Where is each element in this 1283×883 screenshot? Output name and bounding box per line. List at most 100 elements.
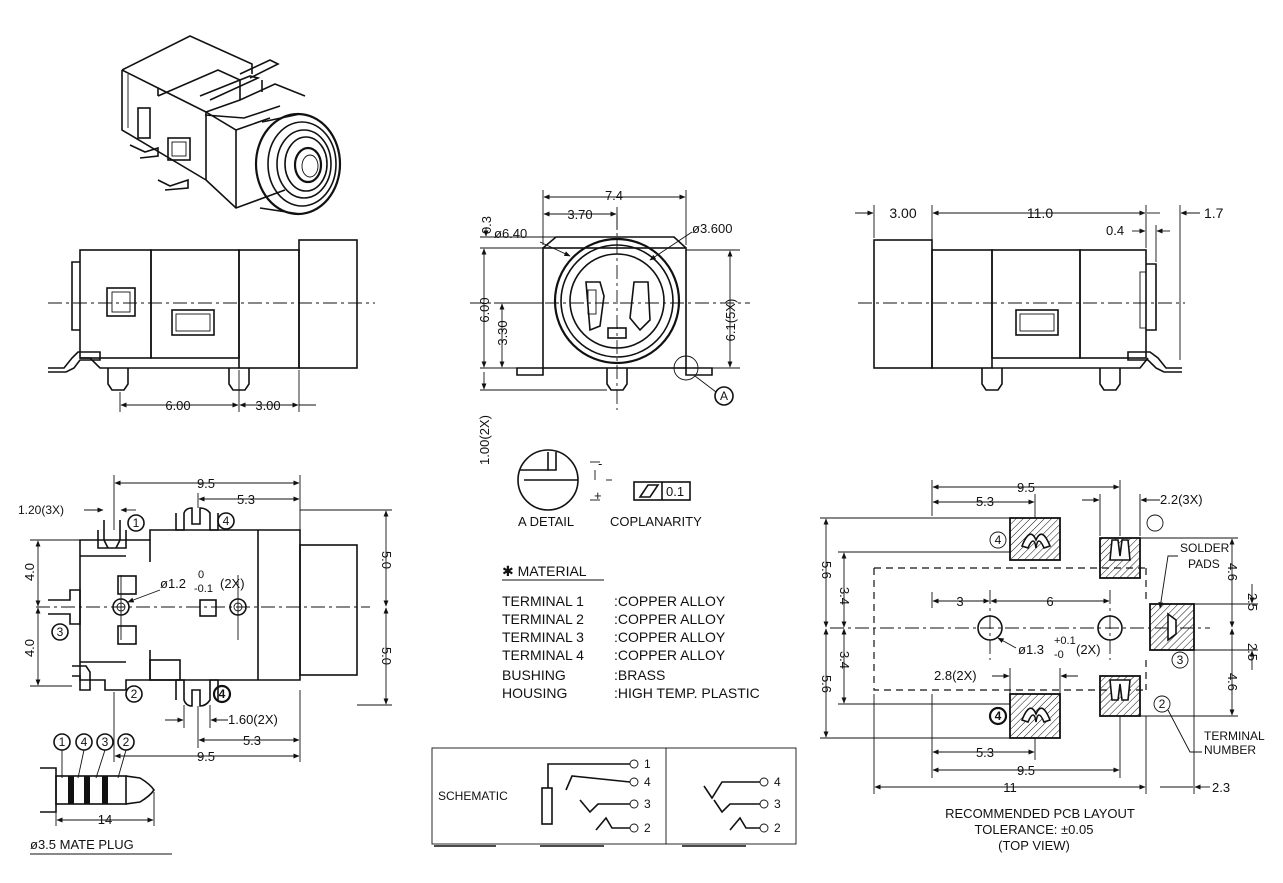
- mate-plug: 1 4 3 2 14 ø3.5 MATE PLUG: [30, 733, 172, 855]
- schem-pin-2: 2: [644, 821, 651, 835]
- pcb-dim-hole-up: +0.1: [1054, 635, 1076, 647]
- dim-3-30: 3.30: [495, 320, 510, 345]
- plug-ring-2: 2: [123, 735, 130, 749]
- dim-5-3-top: 5.3: [237, 492, 255, 507]
- material-value-5: :BRASS: [614, 667, 665, 683]
- dim-6-00: 6.00: [165, 398, 190, 413]
- dim-hole-tol-dn: -0.1: [194, 583, 213, 595]
- solder-label: SOLDER: [1180, 541, 1230, 555]
- terminal-3-callout: 3: [57, 625, 64, 639]
- dim-7-4: 7.4: [605, 188, 623, 203]
- dim-phi-6-40: ø6.40: [494, 226, 527, 241]
- material-table: ✱ MATERIAL TERMINAL 1 :COPPER ALLOY TERM…: [502, 563, 760, 701]
- terminal-4-callout-bot: 4: [219, 687, 226, 701]
- schem-pin-1: 1: [644, 757, 651, 771]
- minus-sign: -: [598, 456, 602, 471]
- dim-0-4: 0.4: [1106, 223, 1124, 238]
- dim-4-0-a: 4.0: [22, 563, 37, 581]
- pcb-caption-3: (TOP VIEW): [998, 838, 1070, 853]
- dim-hole-1-2: ø1.2: [160, 576, 186, 591]
- plug-ring-1: 1: [59, 735, 66, 749]
- material-value-3: :COPPER ALLOY: [614, 629, 726, 645]
- material-part-6: HOUSING: [502, 685, 567, 701]
- material-value-1: :COPPER ALLOY: [614, 593, 726, 609]
- pcb-dim-4-6-a: 4.6: [1225, 563, 1240, 581]
- a-detail-label: A DETAIL: [518, 514, 574, 529]
- dim-3-00: 3.00: [255, 398, 280, 413]
- pcb-dim-4-6-b: 4.6: [1225, 673, 1240, 691]
- pcb-dim-hole-qty: (2X): [1076, 642, 1101, 657]
- front-view: A 7.4 3.70 0.3 ø6.40 ø3.600 6.00 3.30 6.…: [470, 188, 750, 465]
- material-value-4: :COPPER ALLOY: [614, 647, 726, 663]
- pcb-dim-5-6-a: 5.6: [819, 561, 834, 579]
- pcb-dim-3-4-b: 3.4: [837, 651, 852, 669]
- dim-5-0-b: 5.0: [379, 647, 394, 665]
- dim-1-20-3x: 1.20(3X): [18, 503, 64, 517]
- pcb-terminal-1-marker: [1146, 514, 1164, 532]
- plug-ring-3: 3: [102, 735, 109, 749]
- schem-pin-4: 4: [644, 775, 651, 789]
- schem2-pin-3: 3: [774, 797, 781, 811]
- dim-1-7: 1.7: [1204, 205, 1224, 221]
- coplanarity-label: COPLANARITY: [610, 514, 702, 529]
- pcb-dim-2-3: 2.3: [1212, 780, 1230, 795]
- pcb-dim-5-6-b: 5.6: [819, 675, 834, 693]
- material-value-6: :HIGH TEMP. PLASTIC: [614, 685, 760, 701]
- pcb-terminal-3: 3: [1177, 653, 1184, 667]
- pcb-dim-3-4-a: 3.4: [837, 587, 852, 605]
- pcb-dim-11: 11: [1003, 780, 1017, 795]
- dim-11-0: 11.0: [1027, 205, 1053, 221]
- pcb-dim-9-5-bot: 9.5: [1017, 763, 1035, 778]
- schem-pin-3: 3: [644, 797, 651, 811]
- terminal-4-callout-top: 4: [223, 514, 230, 528]
- plug-title: ø3.5 MATE PLUG: [30, 837, 134, 852]
- dim-3-70: 3.70: [567, 207, 592, 222]
- right-side-view: 3.00 11.0 1.7 0.4: [855, 205, 1224, 391]
- dim-5-0-a: 5.0: [379, 551, 394, 569]
- pcb-terminal-2: 2: [1159, 697, 1166, 711]
- dim-0-3: 0.3: [479, 216, 494, 234]
- dim-4-0-b: 4.0: [22, 639, 37, 657]
- pcb-terminal-4-bot: 4: [995, 709, 1002, 723]
- pcb-caption-1: RECOMMENDED PCB LAYOUT: [945, 806, 1135, 821]
- pcb-dim-5-3-bot: 5.3: [976, 745, 994, 760]
- pcb-dim-5-3-top: 5.3: [976, 494, 994, 509]
- pcb-dim-6: 6: [1046, 594, 1053, 609]
- a-detail: - + 0.1 A DETAIL COPLANARITY: [517, 449, 702, 529]
- bottom-view: 9.5 5.3 1.20(3X) 4.0 4.0 5.0 5.0 ø1.2 0 …: [18, 475, 394, 764]
- schem2-pin-2: 2: [774, 821, 781, 835]
- pcb-hole-1: [977, 615, 1003, 641]
- pcb-dim-2-5-a: 2.5: [1245, 593, 1260, 611]
- pcb-dim-2-5-b: 2.5: [1245, 643, 1260, 661]
- dim-plug-14: 14: [98, 812, 112, 827]
- dim-5-3-bot: 5.3: [243, 733, 261, 748]
- material-part-4: TERMINAL 4: [502, 647, 584, 663]
- terminal-label: TERMINAL: [1204, 729, 1265, 743]
- flatness-value: 0.1: [666, 484, 684, 499]
- pcb-caption-2: TOLERANCE: ±0.05: [975, 822, 1094, 837]
- schematic-label: SCHEMATIC: [438, 789, 508, 803]
- pcb-dim-2-2-3x: 2.2(3X): [1160, 492, 1203, 507]
- detail-callout-a: A: [720, 389, 728, 403]
- number-label: NUMBER: [1204, 743, 1256, 757]
- material-part-5: BUSHING: [502, 667, 566, 683]
- material-part-2: TERMINAL 2: [502, 611, 584, 627]
- schematic: SCHEMATIC 1 4 3 2 4 3 2: [431, 747, 797, 847]
- left-side-view: 6.00 3.00: [48, 239, 375, 413]
- pcb-dim-3: 3: [956, 594, 963, 609]
- schem2-pin-4: 4: [774, 775, 781, 789]
- dim-6-1-5x: 6.1(5X): [723, 299, 738, 342]
- pcb-dim-hole: ø1.3: [1018, 642, 1044, 657]
- material-value-2: :COPPER ALLOY: [614, 611, 726, 627]
- dim-3-00-r: 3.00: [889, 205, 916, 221]
- pads-label: PADS: [1188, 557, 1220, 571]
- isometric-view: [121, 35, 342, 216]
- dim-hole-qty: (2X): [220, 576, 245, 591]
- pcb-dim-9-5-top: 9.5: [1017, 480, 1035, 495]
- dim-9-5-bot: 9.5: [197, 749, 215, 764]
- pcb-dim-2-8-2x: 2.8(2X): [934, 668, 977, 683]
- material-title: ✱ MATERIAL: [502, 563, 587, 579]
- dim-hole-tol-up: 0: [198, 569, 204, 581]
- material-part-1: TERMINAL 1: [502, 593, 584, 609]
